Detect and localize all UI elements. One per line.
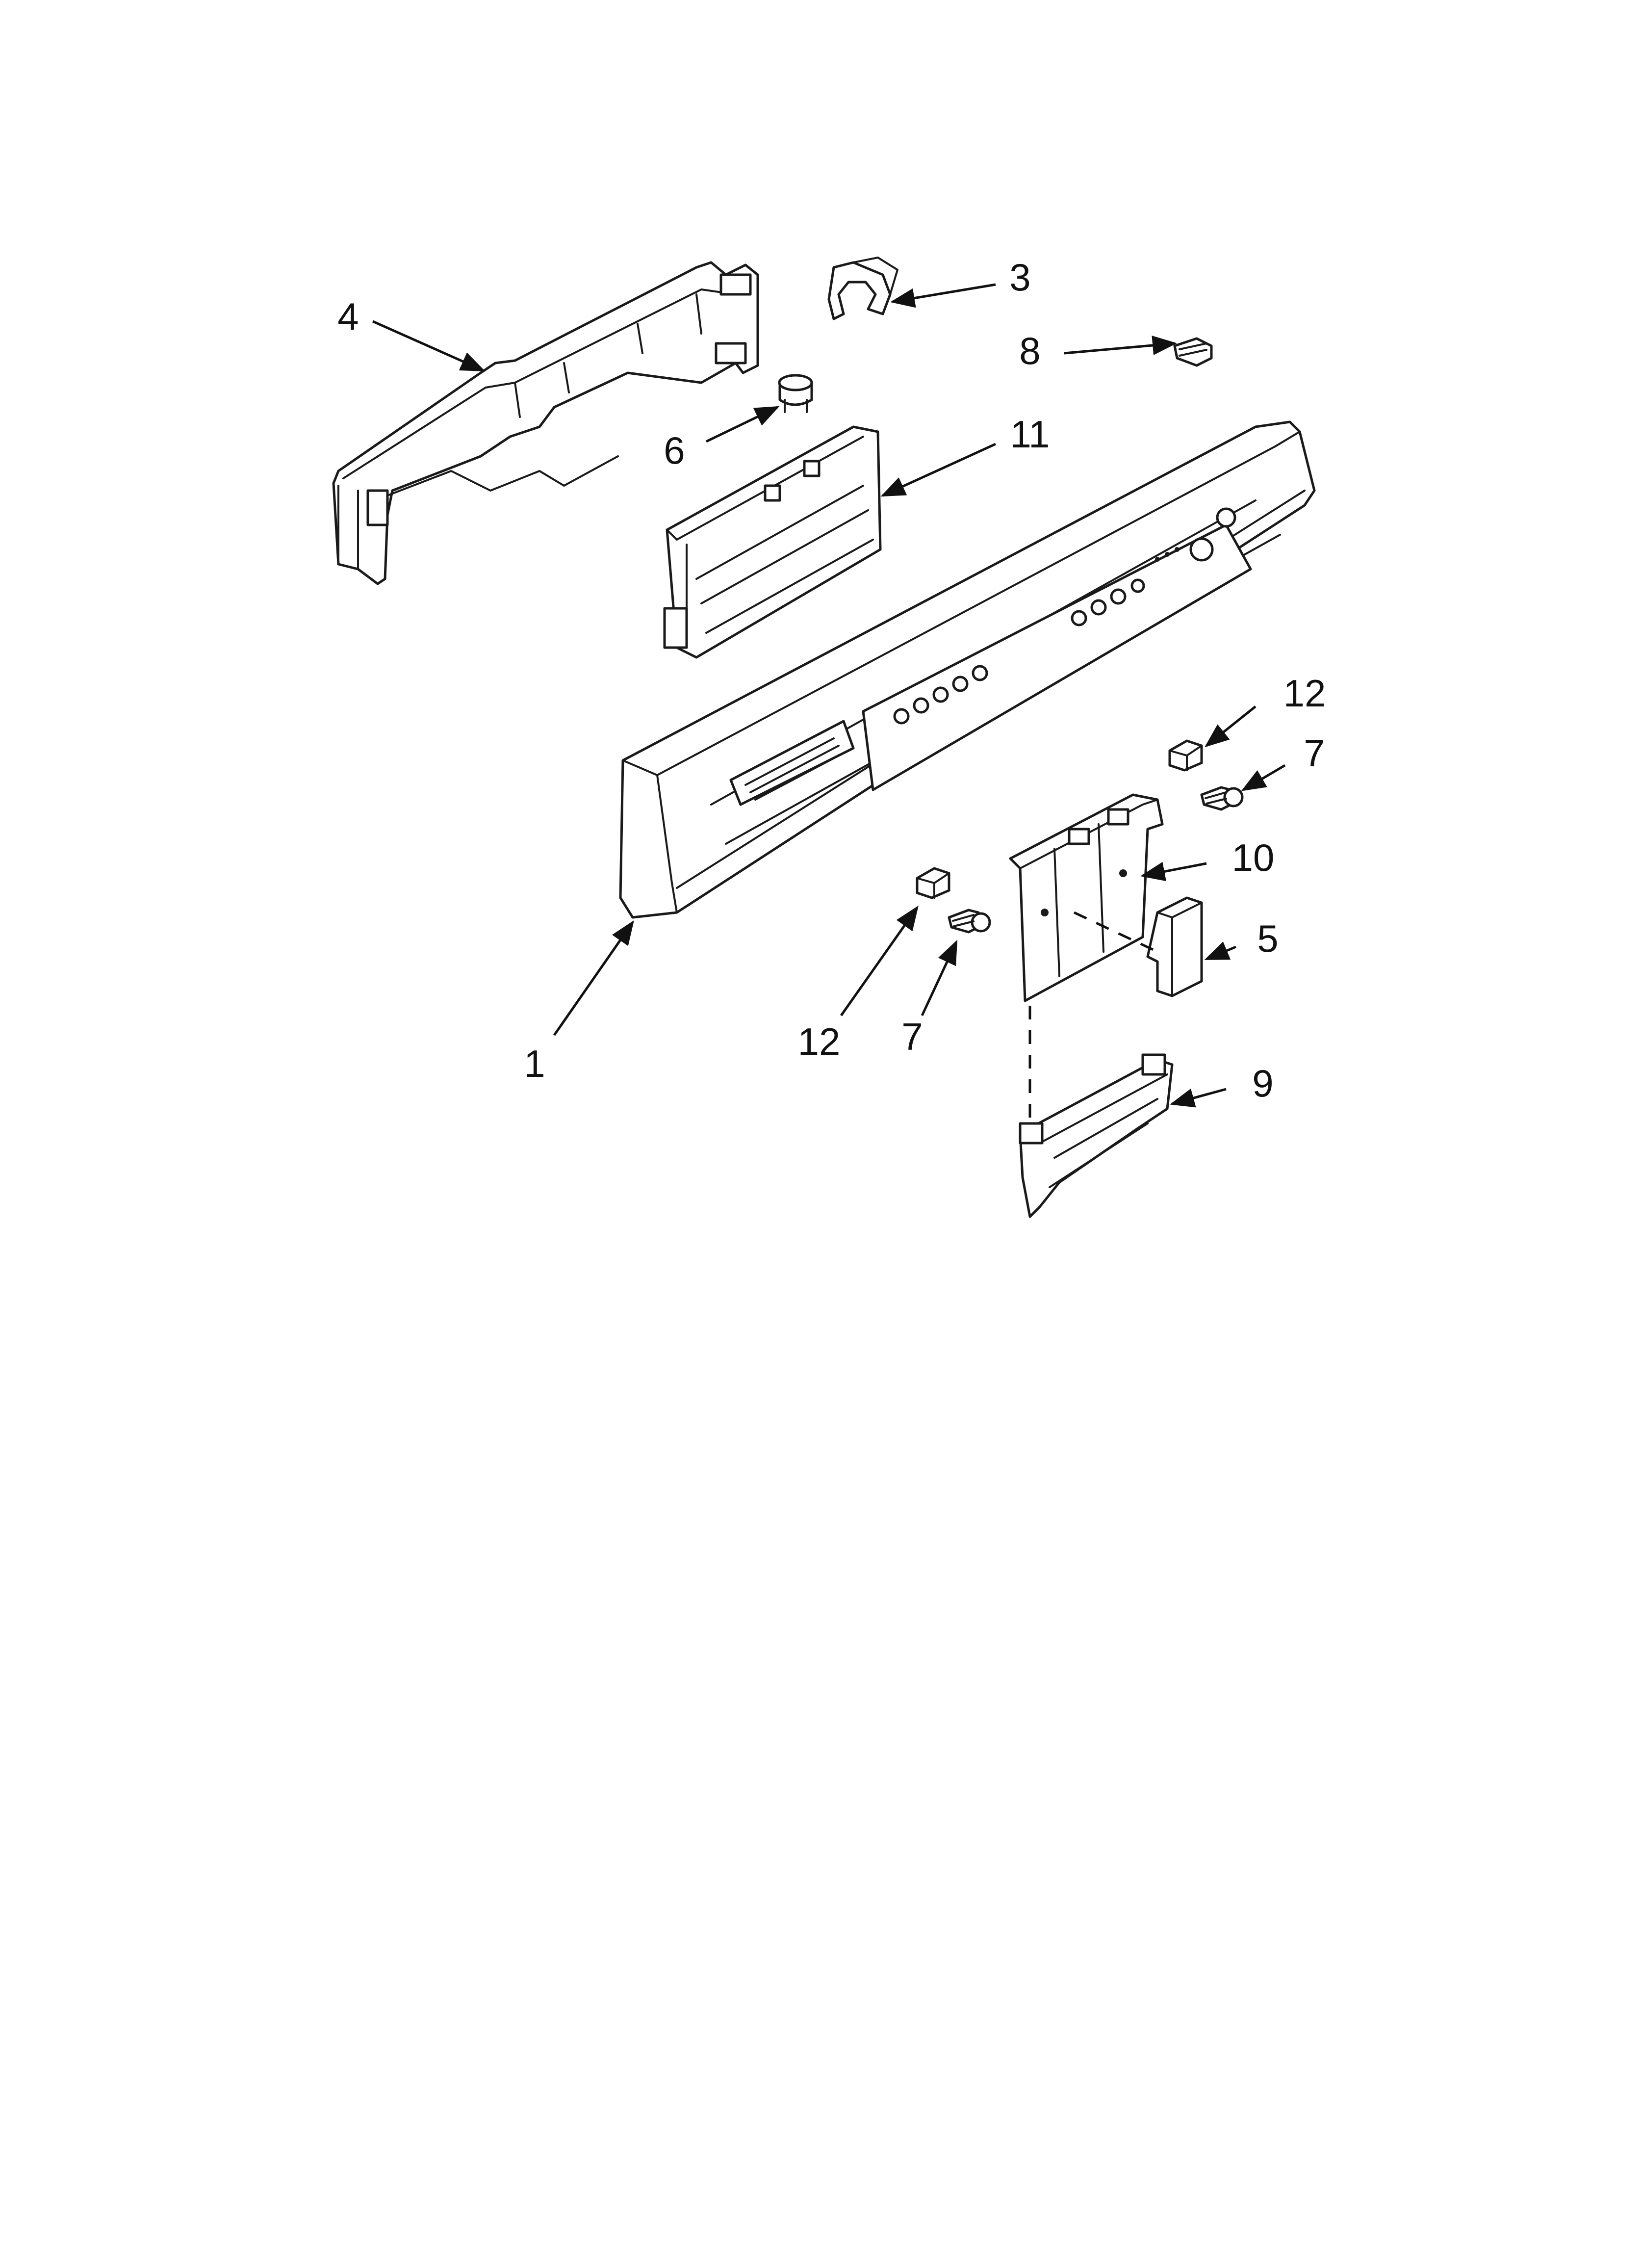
part-10-mounting-plate	[1009, 793, 1164, 1002]
part-7-screw-upper	[1200, 786, 1244, 811]
callout-6: 6	[664, 429, 685, 472]
part-7-screw-lower	[948, 909, 991, 934]
callout-9: 9	[1252, 1062, 1273, 1105]
leader-12b	[840, 905, 919, 1017]
part-12-clip-upper	[1168, 739, 1203, 772]
part-4-bracket	[332, 261, 759, 585]
callout-1: 1	[524, 1042, 545, 1085]
leader-5	[1204, 941, 1236, 961]
callout-8: 8	[1019, 329, 1040, 372]
part-6-button	[778, 374, 813, 413]
leader-4	[372, 320, 486, 372]
alignment-line-5	[1073, 911, 1158, 953]
leader-8	[1064, 336, 1177, 355]
leader-7a	[1241, 764, 1286, 791]
leader-6	[705, 406, 780, 443]
callout-7-lower: 7	[901, 1015, 923, 1058]
leader-1	[553, 920, 634, 1036]
leader-10	[1140, 861, 1207, 882]
callout-12-lower: 12	[798, 1020, 841, 1063]
callout-5: 5	[1257, 917, 1278, 960]
callout-3: 3	[1009, 256, 1030, 299]
callout-12-upper: 12	[1283, 672, 1326, 715]
part-11-control-board	[663, 425, 882, 659]
callout-10: 10	[1232, 836, 1275, 879]
part-8-screw	[1173, 337, 1213, 367]
part-5-bracket	[1146, 896, 1203, 997]
leader-3	[890, 283, 996, 308]
leader-11	[880, 443, 997, 497]
part-12-clip-lower	[916, 867, 950, 899]
callout-4: 4	[337, 295, 359, 338]
part-9-handle-bracket	[1019, 1053, 1174, 1218]
callout-11: 11	[1010, 413, 1050, 456]
callout-7-upper: 7	[1304, 731, 1325, 775]
leader-7b	[921, 939, 958, 1017]
leader-9	[1170, 1088, 1227, 1108]
part-3-clip	[827, 257, 898, 320]
leader-12a	[1205, 705, 1257, 748]
part-1-console	[619, 420, 1316, 919]
